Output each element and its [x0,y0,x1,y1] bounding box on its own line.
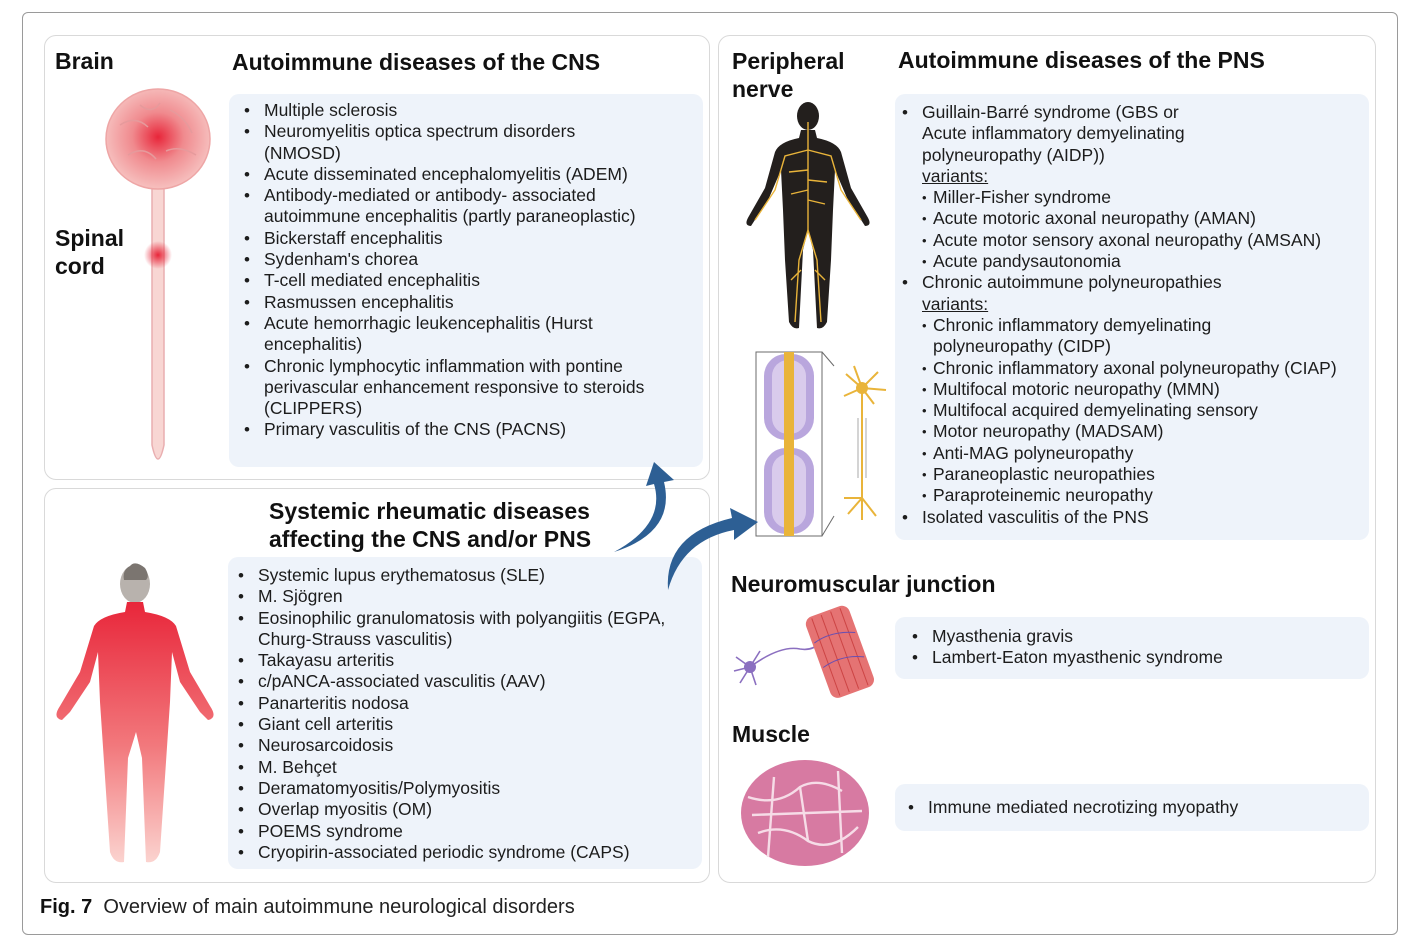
peripheral-nervous-system-illustration [746,102,870,329]
systemic-title-line1: Systemic rheumatic diseases [269,498,590,524]
figure-frame [22,12,1398,935]
systemic-title: Systemic rheumatic diseases affecting th… [269,497,591,553]
list-item: Neurosarcoidosis [224,735,694,757]
gbs-variant-list: Miller-Fisher syndrome Acute motoric axo… [922,187,1368,272]
variant-item: Multifocal acquired demyelinating sensor… [922,400,1368,422]
gbs-variants-label: variants: [922,165,989,186]
variant-item: Acute motoric axonal neuropathy (AMAN) [922,208,1368,230]
peripheral-label-line2: nerve [732,76,794,102]
list-item: Myasthenia gravis [898,626,1223,648]
caption-label: Fig. 7 [40,896,93,918]
brain-label: Brain [55,48,114,74]
variant-item: Acute pandysautonomia [922,251,1368,273]
list-item: Rasmussen encephalitis [230,292,692,314]
list-item: Acute hemorrhagic leukencephalitis (Hurs… [230,313,664,356]
spinal-label-line1: Spinal [55,225,125,251]
list-item: Immune mediated necrotizing myopathy [894,797,1238,819]
figure-caption: Fig. 7 Overview of main autoimmune neuro… [40,896,575,919]
spinal-label-line2: cord [55,253,105,279]
list-item: Bickerstaff encephalitis [230,228,692,250]
variant-item: Chronic inflammatory axonal polyneuropat… [922,358,1368,380]
variant-item: Paraneoplastic neuropathies [922,464,1368,486]
nerve-fiber-illustration [755,351,887,537]
pns-disease-list: Guillain-Barré syndrome (GBS or Acute in… [888,102,1368,528]
list-item: Deramatomyositis/Polymyositis [224,778,694,800]
chronic-text: Chronic autoimmune polyneuropathies [922,272,1222,293]
list-item: Takayasu arteritis [224,650,694,672]
list-item: Lambert-Eaton myasthenic syndrome [898,647,1223,669]
cns-disease-list: Multiple sclerosis Neuromyelitis optica … [230,100,692,441]
spinal-cord-label: Spinal cord [55,224,124,280]
list-item: Acute disseminated encephalomyelitis (AD… [230,164,692,186]
chronic-variant-list: Chronic inflammatory demyelinating polyn… [922,315,1368,507]
muscle-disease-list: Immune mediated necrotizing myopathy [894,797,1238,819]
variant-item: Anti-MAG polyneuropathy [922,443,1368,465]
nmj-title: Neuromuscular junction [731,571,996,597]
nmj-disease-list: Myasthenia gravis Lambert-Eaton myasthen… [898,626,1223,669]
list-item: Antibody-mediated or antibody- associate… [230,185,644,228]
arrow-to-cns [614,462,674,552]
human-body-illustration [56,563,214,863]
list-item-isolated: Isolated vasculitis of the PNS [888,507,1368,529]
variant-item: Miller-Fisher syndrome [922,187,1368,209]
list-item: POEMS syndrome [224,821,694,843]
variant-item: Motor neuropathy (MADSAM) [922,421,1368,443]
muscle-tissue-illustration [741,760,869,866]
list-item: c/pANCA-associated vasculitis (AAV) [224,671,694,693]
list-item: Chronic lymphocytic inflammation with po… [230,356,694,420]
neuromuscular-junction-illustration [733,605,874,698]
pns-title: Autoimmune diseases of the PNS [898,47,1265,73]
peripheral-label-line1: Peripheral [732,48,845,74]
list-item: Panarteritis nodosa [224,693,694,715]
list-item: M. Behçet [224,757,694,779]
list-item: Overlap myositis (OM) [224,799,694,821]
brain-spinal-cord-illustration [105,88,211,460]
list-item: Eosinophilic granulomatosis with polyang… [224,608,678,651]
list-item: M. Sjögren [224,586,694,608]
cns-title: Autoimmune diseases of the CNS [232,49,601,75]
chronic-variants-label: variants: [922,293,989,314]
muscle-title: Muscle [732,721,810,747]
gbs-text: Guillain-Barré syndrome (GBS or Acute in… [922,102,1185,165]
variant-item: Acute motor sensory axonal neuropathy (A… [922,230,1368,252]
list-item-gbs: Guillain-Barré syndrome (GBS or Acute in… [888,102,1368,273]
list-item-chronic: Chronic autoimmune polyneuropathies vari… [888,272,1368,507]
list-item: Neuromyelitis optica spectrum disorders … [230,121,624,164]
list-item: Giant cell arteritis [224,714,694,736]
list-item: Multiple sclerosis [230,100,692,122]
arrow-to-pns [667,508,758,590]
variant-item: Paraproteinemic neuropathy [922,485,1368,507]
list-item: T-cell mediated encephalitis [230,270,692,292]
caption-text: Overview of main autoimmune neurological… [103,896,575,918]
list-item: Primary vasculitis of the CNS (PACNS) [230,419,692,441]
list-item: Cryopirin-associated periodic syndrome (… [224,842,694,864]
systemic-title-line2: affecting the CNS and/or PNS [269,526,592,552]
systemic-disease-list: Systemic lupus erythematosus (SLE) M. Sj… [224,565,694,863]
list-item: Systemic lupus erythematosus (SLE) [224,565,694,587]
list-item: Sydenham's chorea [230,249,692,271]
variant-item: Multifocal motoric neuropathy (MMN) [922,379,1368,401]
peripheral-nerve-label: Peripheral nerve [732,47,845,103]
variant-item: Chronic inflammatory demyelinating polyn… [922,315,1243,358]
